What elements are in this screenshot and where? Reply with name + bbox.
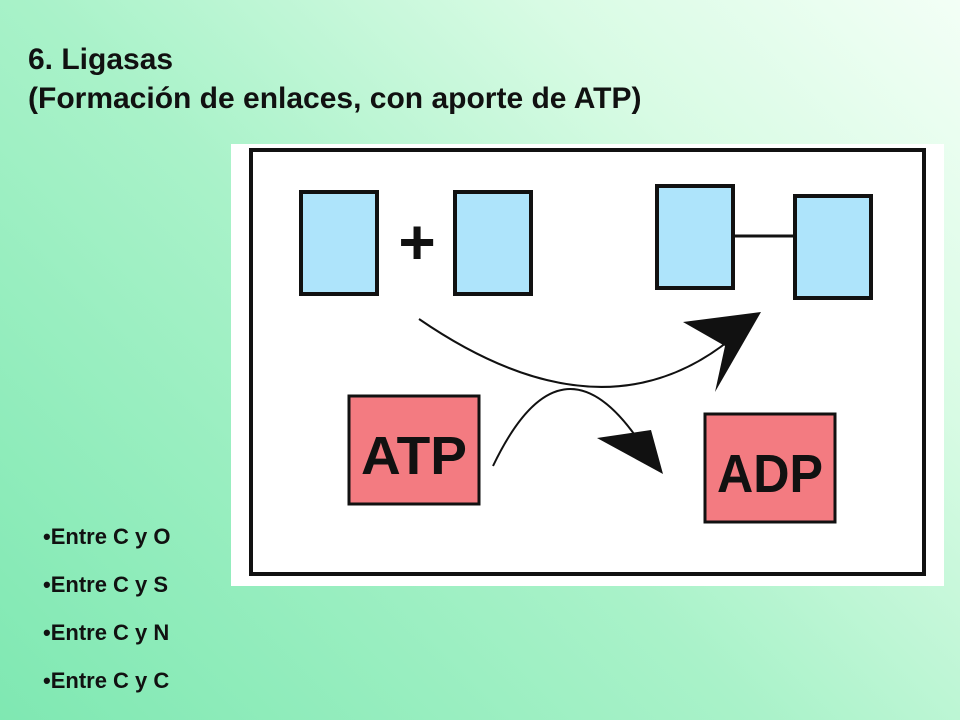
- reaction-arrow-head: [683, 312, 761, 392]
- substrate-a-box: [299, 190, 379, 296]
- adp-box: [703, 412, 837, 524]
- plus-sign: +: [398, 206, 435, 278]
- cofactor-arrow-head: [597, 430, 663, 474]
- adp-label: ADP: [717, 444, 823, 504]
- bond-type-list: Entre C y O Entre C y S Entre C y N Entr…: [43, 524, 171, 716]
- list-item: Entre C y N: [43, 620, 171, 668]
- product-box-left: [655, 184, 735, 290]
- product-box-right: [793, 194, 873, 300]
- substrate-b-box: [453, 190, 533, 296]
- ligase-diagram-panel: + ATP ADP: [231, 144, 944, 586]
- cofactor-arrow: [492, 388, 642, 467]
- slide-title: 6. Ligasas (Formación de enlaces, con ap…: [28, 40, 641, 118]
- ligase-diagram: + ATP ADP: [249, 148, 926, 576]
- atp-label: ATP: [361, 426, 467, 486]
- title-line-2: (Formación de enlaces, con aporte de ATP…: [28, 82, 642, 115]
- list-item: Entre C y C: [43, 668, 171, 716]
- title-line-1: 6. Ligasas: [28, 43, 174, 76]
- reaction-arrow: [418, 318, 732, 388]
- atp-box: [347, 394, 481, 506]
- list-item: Entre C y O: [43, 524, 171, 572]
- diagram-frame: [249, 148, 926, 576]
- list-item: Entre C y S: [43, 572, 171, 620]
